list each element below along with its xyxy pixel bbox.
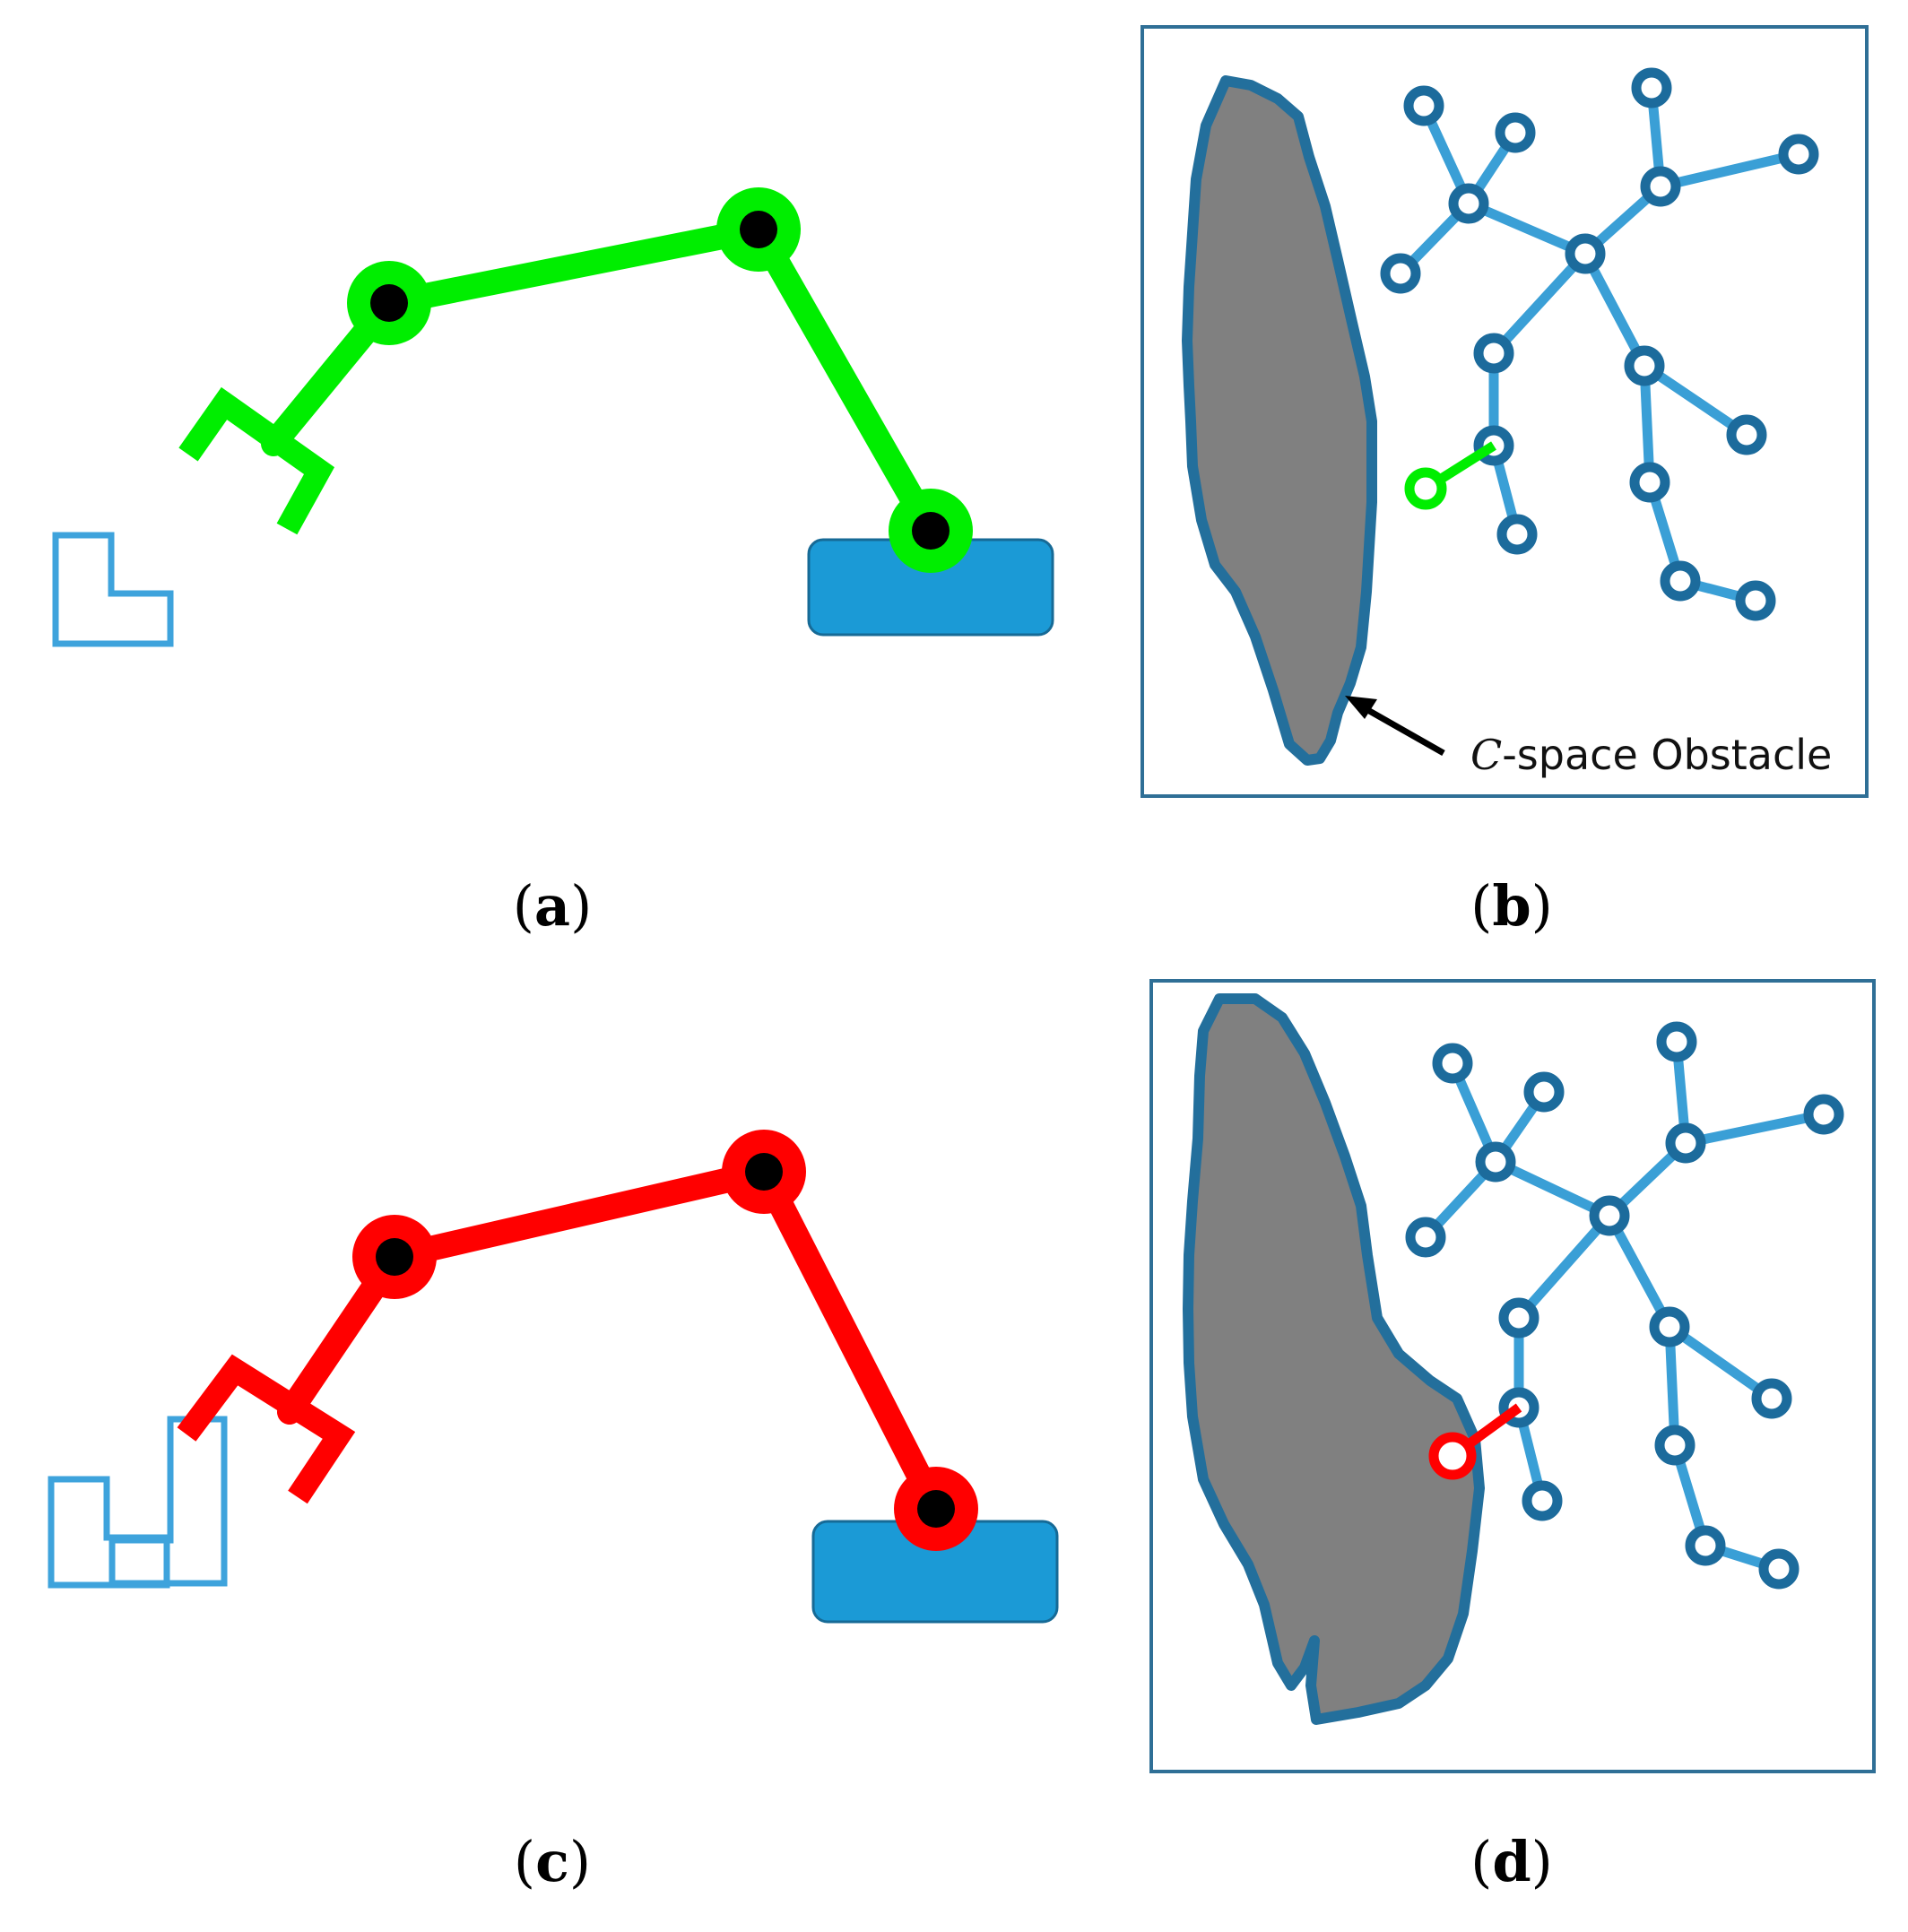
cspace-obstacle bbox=[1182, 75, 1377, 766]
annotation-suffix: -space Obstacle bbox=[1502, 731, 1832, 779]
tree-node bbox=[1665, 1122, 1706, 1164]
rrt-tree bbox=[1380, 67, 1819, 621]
joint-base-pin bbox=[917, 1490, 955, 1528]
panel-c bbox=[48, 1130, 1059, 1624]
caption-a: (a) bbox=[463, 873, 642, 939]
tree-node bbox=[1498, 1297, 1539, 1339]
caption-letter: d bbox=[1492, 1829, 1531, 1894]
tree-edge bbox=[1580, 248, 1650, 371]
new-sample-valid bbox=[1404, 441, 1496, 510]
tree-node bbox=[1380, 253, 1421, 294]
tree-node bbox=[1656, 1021, 1697, 1062]
caption-letter: c bbox=[535, 1829, 569, 1894]
tree-node bbox=[1624, 345, 1665, 386]
panel-b: C-space Obstacle bbox=[1140, 25, 1869, 798]
tree-node bbox=[1640, 166, 1681, 207]
tree-edge bbox=[1490, 1157, 1615, 1221]
tree-edge bbox=[1463, 198, 1591, 259]
arm-links bbox=[277, 1159, 949, 1521]
robot-arm bbox=[177, 1130, 978, 1551]
arm-links bbox=[261, 217, 943, 543]
tree-edge bbox=[1488, 248, 1591, 359]
caption-d: (d) bbox=[1422, 1829, 1601, 1894]
caption-letter: a bbox=[533, 873, 571, 939]
gripper bbox=[178, 386, 335, 535]
panel-a bbox=[52, 187, 1054, 647]
gripper bbox=[177, 1354, 356, 1504]
joint-elbow-pin bbox=[740, 211, 777, 248]
tree-node-root bbox=[1589, 1195, 1630, 1236]
tree-node bbox=[1660, 560, 1701, 602]
new-sample-colliding bbox=[1428, 1403, 1522, 1480]
annotation-prefix: C bbox=[1470, 731, 1502, 779]
tree-node bbox=[1685, 1525, 1726, 1566]
tree-node bbox=[1523, 1071, 1565, 1113]
tree-node bbox=[1432, 1043, 1473, 1084]
new-node bbox=[1404, 467, 1447, 510]
joint-elbow-pin bbox=[745, 1153, 783, 1191]
caption-open: ( bbox=[1470, 873, 1493, 939]
caption-close: ) bbox=[570, 873, 593, 939]
tree-node bbox=[1473, 333, 1514, 374]
caption-letter: b bbox=[1492, 873, 1531, 939]
caption-close: ) bbox=[1531, 873, 1553, 939]
new-node bbox=[1428, 1432, 1477, 1480]
rrt-tree bbox=[1405, 1021, 1844, 1590]
tree-node bbox=[1758, 1548, 1800, 1590]
tree-node bbox=[1654, 1425, 1696, 1466]
tree-node bbox=[1726, 414, 1767, 455]
annotation-arrow-shaft bbox=[1363, 705, 1445, 757]
tree-node bbox=[1803, 1094, 1844, 1135]
tree-edge bbox=[1664, 1321, 1777, 1404]
tree-node bbox=[1448, 183, 1489, 224]
caption-open: ( bbox=[513, 1829, 536, 1894]
tree-node bbox=[1649, 1306, 1690, 1347]
joint-wrist-pin bbox=[376, 1238, 413, 1276]
tree-edge bbox=[1513, 1210, 1615, 1323]
tree-node bbox=[1522, 1480, 1563, 1521]
caption-close: ) bbox=[1531, 1829, 1553, 1894]
tree-node bbox=[1778, 134, 1819, 175]
target-object bbox=[52, 532, 174, 647]
caption-open: ( bbox=[512, 873, 534, 939]
annotation-label: C-space Obstacle bbox=[1470, 731, 1832, 779]
caption-c: (c) bbox=[463, 1829, 642, 1894]
cspace-obstacle bbox=[1183, 993, 1485, 1725]
obstacle-annotation: C-space Obstacle bbox=[1345, 696, 1832, 779]
tree-node bbox=[1495, 112, 1536, 153]
tree-node bbox=[1751, 1378, 1792, 1419]
tree-edge bbox=[1680, 1109, 1829, 1148]
tree-edge bbox=[1655, 149, 1804, 192]
target-object-collision bbox=[108, 1416, 228, 1587]
panel-d bbox=[1149, 979, 1876, 1773]
tree-node bbox=[1405, 1217, 1446, 1258]
tree-node bbox=[1631, 67, 1672, 108]
robot-arm bbox=[178, 187, 973, 573]
caption-open: ( bbox=[1470, 1829, 1493, 1894]
tree-node-root bbox=[1565, 233, 1606, 274]
caption-close: ) bbox=[568, 1829, 592, 1894]
caption-b: (b) bbox=[1422, 873, 1601, 939]
joint-base-pin bbox=[912, 512, 950, 550]
tree-node bbox=[1629, 462, 1670, 503]
tree-node bbox=[1475, 1141, 1516, 1183]
tree-edge bbox=[1604, 1210, 1675, 1332]
joint-wrist-pin bbox=[370, 284, 408, 322]
tree-node bbox=[1403, 85, 1444, 126]
tree-node bbox=[1496, 514, 1538, 555]
tree-node bbox=[1735, 580, 1776, 621]
tree-edge bbox=[1639, 360, 1752, 440]
annotation-arrow-head bbox=[1345, 696, 1377, 719]
